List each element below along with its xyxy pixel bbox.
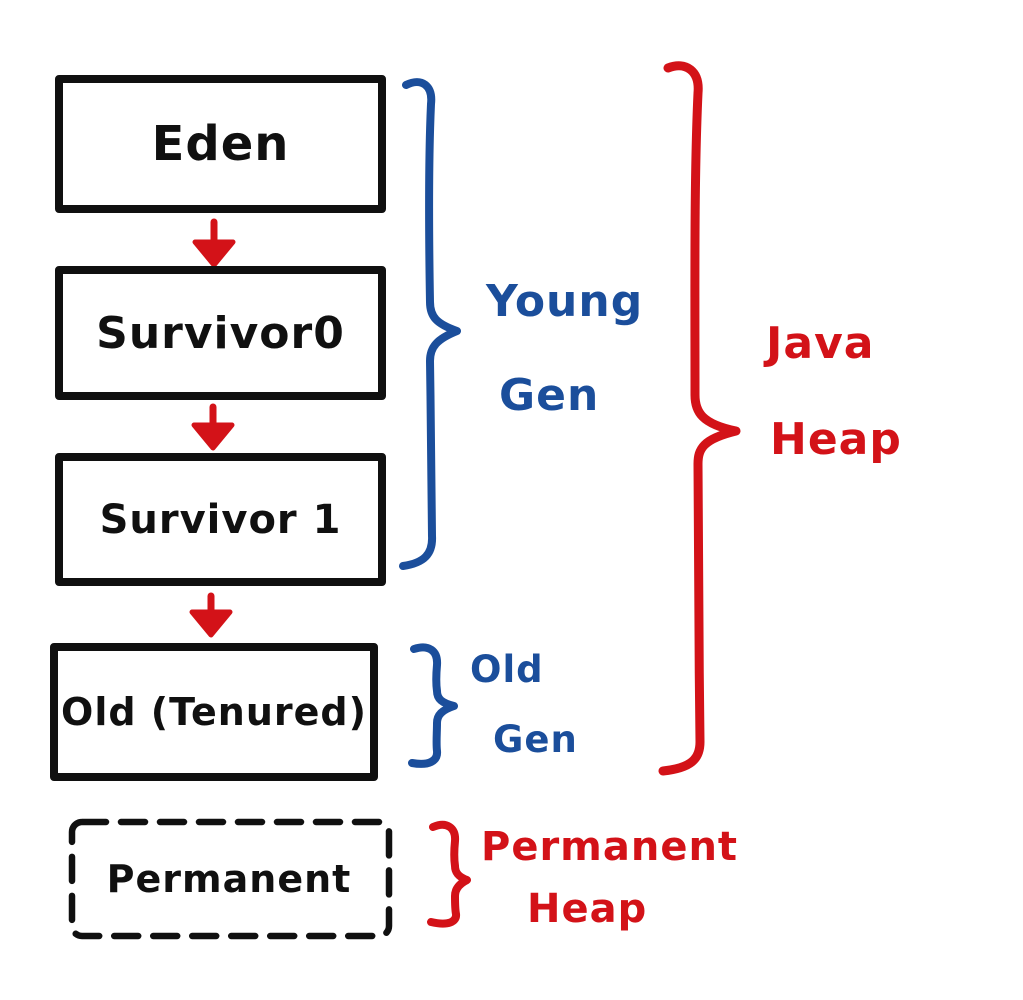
- eden-box-label: Eden: [151, 116, 290, 172]
- survivor1-box: Survivor 1: [55, 453, 386, 586]
- permanent-box: Permanent: [68, 820, 390, 938]
- java-heap-label-line2: Heap: [770, 414, 902, 465]
- young-gen-brace: [399, 78, 461, 570]
- survivor0-box-label: Survivor0: [96, 307, 345, 359]
- old-gen-brace: [408, 643, 458, 768]
- survivor1-to-old-arrow-icon: [189, 592, 233, 638]
- young-gen-label-line2: Gen: [499, 370, 600, 421]
- permanent-box-dashed-border: [68, 818, 393, 940]
- old-gen-label-line1: Old: [470, 648, 544, 691]
- java-heap-label-line1: Java: [766, 318, 875, 369]
- old-tenured-box: Old (Tenured): [50, 643, 378, 781]
- survivor0-to-survivor1-arrow-icon: [191, 403, 235, 451]
- java-heap-brace: [658, 61, 741, 776]
- survivor0-box: Survivor0: [55, 266, 386, 400]
- permanent-box-label: Permanent: [106, 857, 352, 901]
- permanent-heap-brace: [427, 820, 471, 928]
- eden-box: Eden: [55, 75, 386, 213]
- old-tenured-box-label: Old (Tenured): [61, 690, 367, 734]
- eden-to-survivor0-arrow-icon: [192, 218, 236, 268]
- young-gen-label-line1: Young: [486, 276, 644, 327]
- permanent-heap-label-line1: Permanent: [481, 824, 739, 870]
- permanent-heap-label-line2: Heap: [527, 886, 648, 932]
- survivor1-box-label: Survivor 1: [99, 496, 342, 543]
- old-gen-label-line2: Gen: [493, 718, 578, 761]
